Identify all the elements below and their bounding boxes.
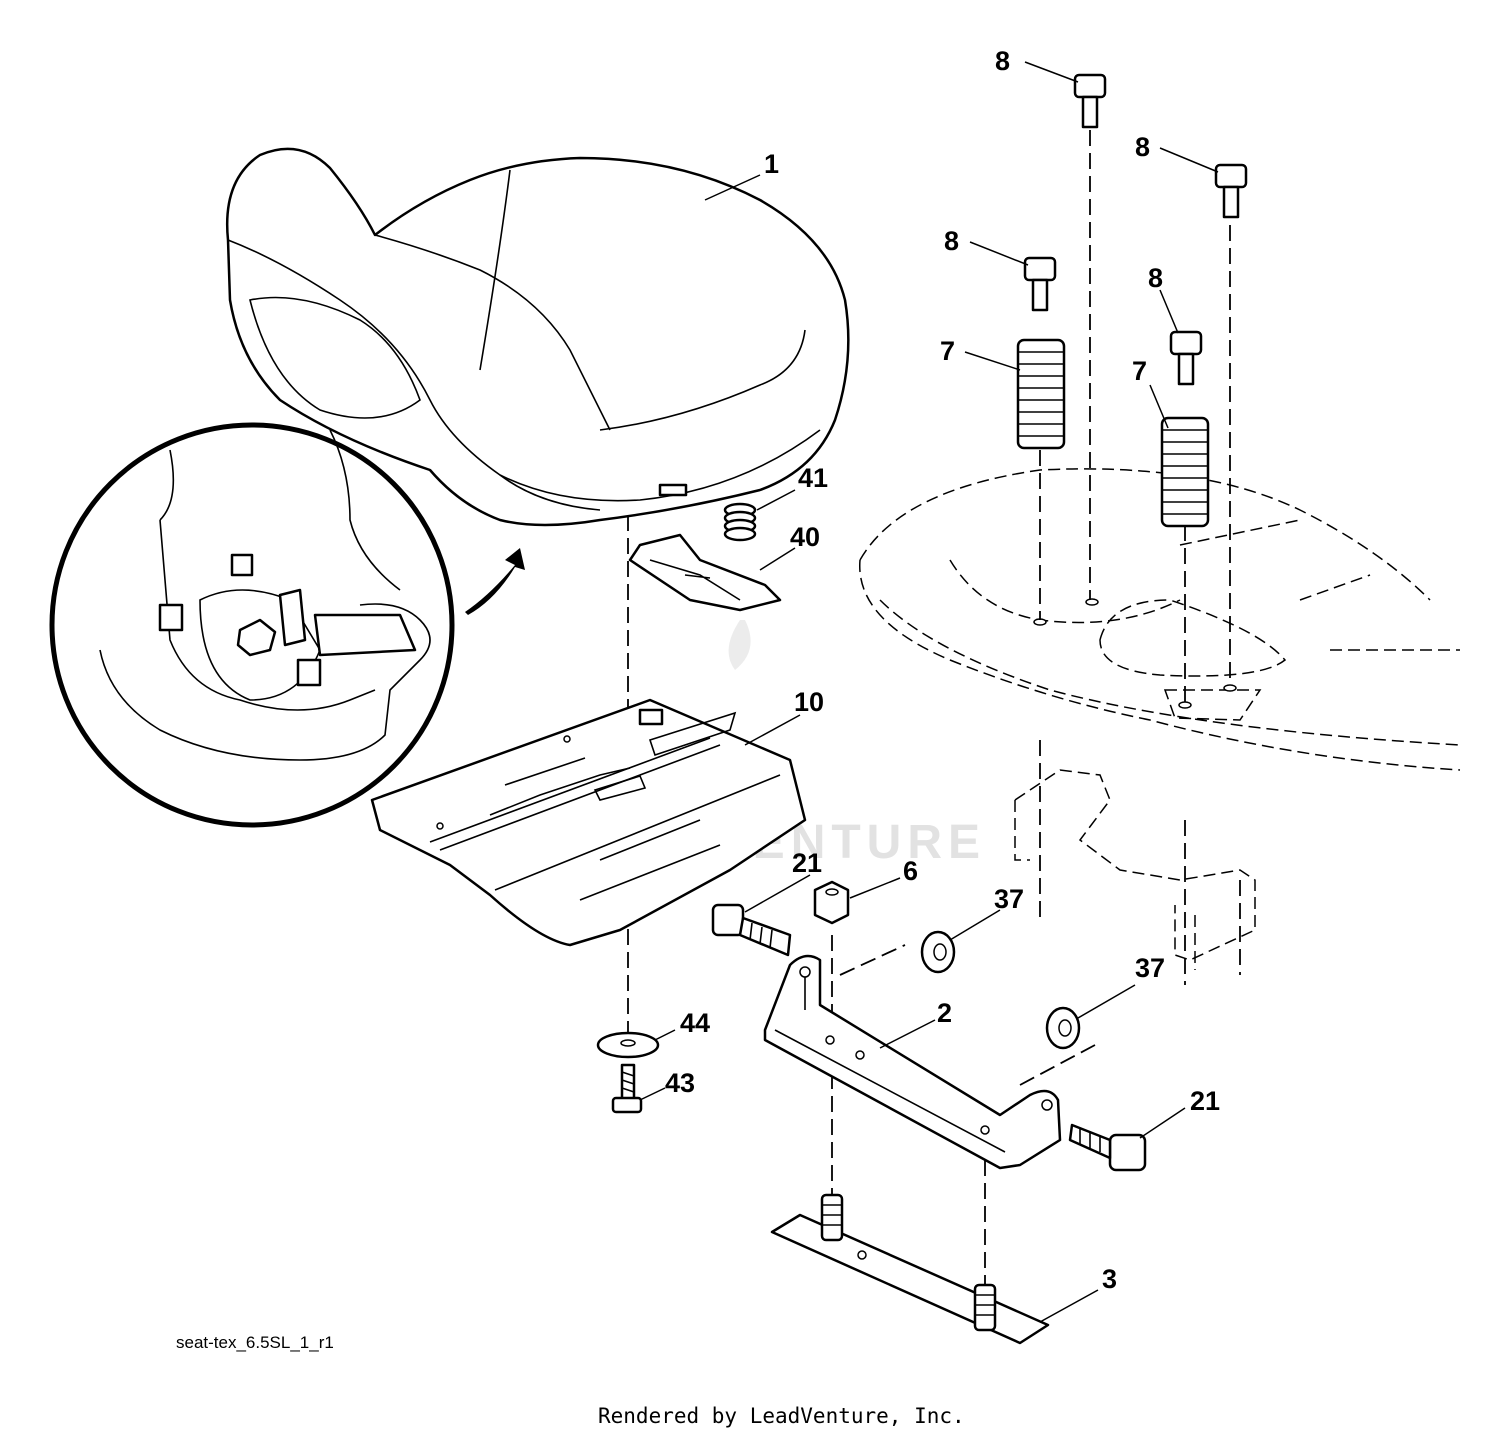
callout-10: 10 (794, 687, 824, 717)
callout-44: 44 (680, 1008, 710, 1038)
callout-37-upper: 37 (994, 884, 1024, 914)
bolt-8-b (1214, 163, 1248, 219)
callout-40: 40 (790, 522, 820, 552)
spring-7-a (1016, 338, 1066, 450)
callout-1: 1 (764, 149, 779, 179)
callout-21-left: 21 (792, 848, 822, 878)
leader-lines (639, 61, 1219, 1323)
callout-7-a: 7 (940, 336, 955, 366)
bolt-8-d (1169, 330, 1203, 386)
bolt-21-right (1068, 1123, 1147, 1172)
spring-7-b (1160, 416, 1210, 528)
callout-8-d: 8 (1148, 263, 1163, 293)
callout-37-lower: 37 (1135, 953, 1165, 983)
callout-43: 43 (665, 1068, 695, 1098)
seat-pan-10 (370, 698, 807, 947)
spring-41 (723, 502, 757, 542)
bolt-8-a (1073, 73, 1107, 129)
drawing-code: seat-tex_6.5SL_1_r1 (176, 1333, 334, 1352)
seat (226, 147, 850, 527)
callout-3: 3 (1102, 1264, 1117, 1294)
bracket-2 (763, 954, 1062, 1170)
callouts: 1 8 8 8 8 7 7 41 40 10 21 6 37 37 2 21 4… (665, 46, 1220, 1294)
nut-37-lower (1045, 1006, 1081, 1050)
callout-8-a: 8 (995, 46, 1010, 76)
assembly-lines (627, 130, 1241, 1290)
chassis-outline (859, 468, 1461, 970)
callout-7-b: 7 (1132, 356, 1147, 386)
callout-6: 6 (903, 856, 918, 886)
credit-text: Rendered by LeadVenture, Inc. (598, 1404, 965, 1428)
callout-8-b: 8 (1135, 132, 1150, 162)
callout-2: 2 (937, 998, 952, 1028)
bracket-40 (628, 533, 782, 612)
plate-3 (770, 1193, 1050, 1345)
callout-21-right: 21 (1190, 1086, 1220, 1116)
watermark-logo (728, 620, 751, 670)
detail-inset (49, 422, 525, 828)
washer-44 (596, 1031, 660, 1059)
bolt-21-left (711, 903, 792, 957)
callout-8-c: 8 (944, 226, 959, 256)
bolt-43 (611, 1063, 643, 1114)
nut-37-upper (920, 930, 956, 974)
bolt-8-c (1023, 256, 1057, 312)
callout-41: 41 (798, 463, 828, 493)
nut-6 (813, 880, 850, 925)
